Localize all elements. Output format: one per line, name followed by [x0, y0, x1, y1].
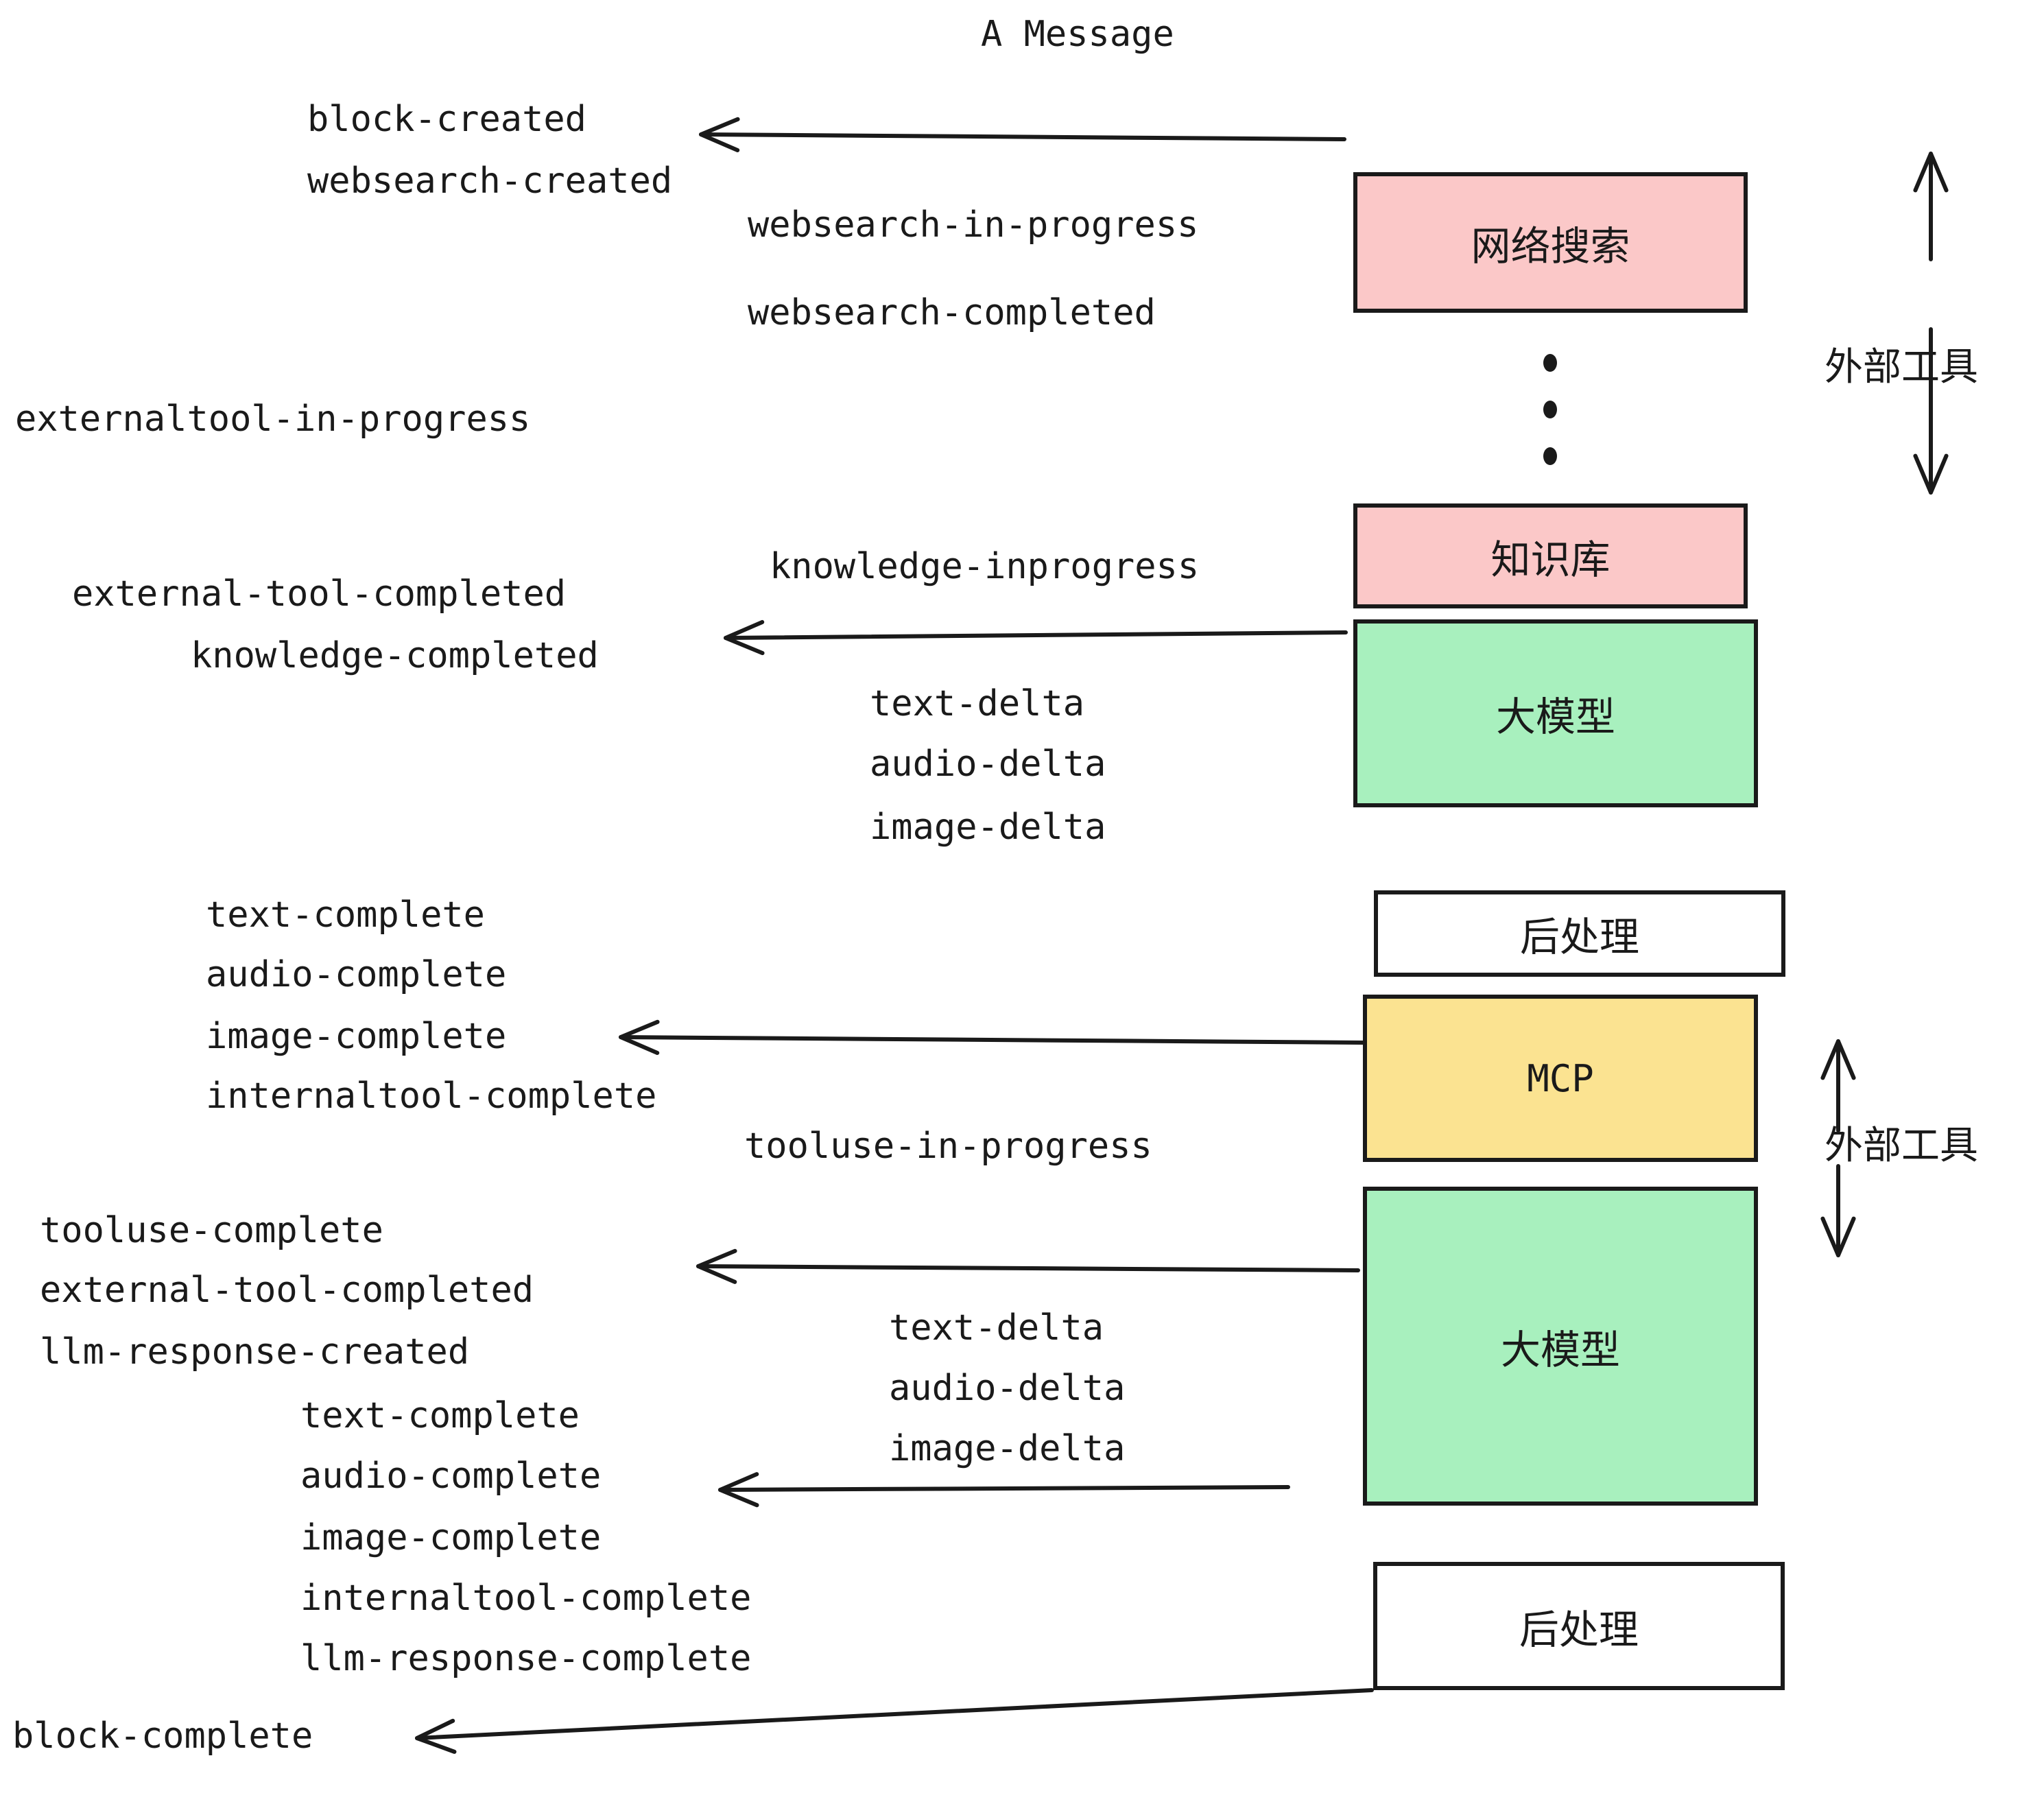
page-title: A Message — [981, 14, 1174, 55]
event-label-llm-response-created: llm-response-created — [40, 1331, 470, 1373]
box-post-2[interactable]: 后处理 — [1373, 1562, 1785, 1690]
box-knowledge[interactable]: 知识库 — [1353, 503, 1748, 608]
arrowhead-icon — [1820, 1216, 1856, 1257]
event-label-audio-complete-2: audio-complete — [300, 1456, 602, 1497]
ellipsis-dot-icon — [1543, 354, 1557, 372]
arrowhead-icon — [1913, 453, 1949, 495]
ellipsis-dot-icon — [1543, 401, 1557, 418]
event-label-websearch-completed: websearch-completed — [748, 292, 1156, 333]
box-post-1[interactable]: 后处理 — [1374, 890, 1785, 977]
arrow-arrow-block-created — [699, 117, 1346, 152]
event-label-text-delta-1: text-delta — [870, 683, 1085, 724]
event-label-image-delta-1: image-delta — [870, 807, 1106, 848]
arrowhead-icon — [724, 619, 765, 656]
arrowhead-icon — [718, 1472, 759, 1508]
event-label-audio-delta-2: audio-delta — [889, 1368, 1126, 1409]
event-label-block-created: block-created — [307, 99, 586, 140]
arrow-arrow-image-complete — [619, 1019, 1366, 1055]
event-label-knowledge-inprogress: knowledge-inprogress — [770, 546, 1200, 587]
event-label-text-complete-2: text-complete — [300, 1395, 580, 1436]
event-label-image-complete-2: image-complete — [300, 1517, 602, 1558]
arrowhead-icon — [699, 117, 740, 152]
event-label-text-delta-2: text-delta — [889, 1307, 1104, 1349]
event-label-text-complete-1: text-complete — [206, 894, 485, 936]
event-label-external-tool-completed-1: external-tool-completed — [72, 573, 567, 615]
side-label-external-tools-top: 外部工具 — [1825, 345, 1978, 390]
arrow-arrow-audio-complete — [718, 1472, 1290, 1508]
event-label-tooluse-in-progress: tooluse-in-progress — [744, 1126, 1152, 1167]
event-label-image-complete-1: image-complete — [206, 1016, 507, 1057]
event-label-external-tool-completed-2: external-tool-completed — [40, 1270, 534, 1311]
box-llm-1[interactable]: 大模型 — [1353, 619, 1758, 807]
arrowhead-icon — [619, 1019, 660, 1055]
arrowhead-icon — [415, 1718, 457, 1754]
event-label-knowledge-completed: knowledge-completed — [191, 635, 599, 676]
box-websearch[interactable]: 网络搜索 — [1353, 172, 1748, 313]
event-label-internaltool-complete-2: internaltool-complete — [300, 1578, 752, 1619]
arrow-arrow-external-up-1 — [1913, 152, 1949, 261]
event-label-audio-delta-1: audio-delta — [870, 744, 1106, 785]
arrow-arrow-tooluse-complete — [696, 1248, 1360, 1284]
arrowhead-icon — [1820, 1039, 1856, 1080]
side-label-external-tools-bottom: 外部工具 — [1825, 1124, 1978, 1168]
arrowhead-icon — [1913, 152, 1949, 193]
box-mcp[interactable]: MCP — [1363, 995, 1758, 1162]
event-label-image-delta-2: image-delta — [889, 1428, 1126, 1469]
event-label-websearch-in-progress: websearch-in-progress — [748, 204, 1199, 246]
event-label-audio-complete-1: audio-complete — [206, 954, 507, 995]
box-llm-2[interactable]: 大模型 — [1363, 1187, 1758, 1506]
event-label-tooluse-complete: tooluse-complete — [40, 1210, 383, 1251]
arrowhead-icon — [696, 1248, 737, 1284]
event-label-websearch-created: websearch-created — [307, 161, 673, 202]
ellipsis-dot-icon — [1543, 447, 1557, 465]
event-label-externaltool-in-progress: externaltool-in-progress — [15, 399, 531, 440]
arrow-arrow-knowledge-done — [724, 619, 1348, 656]
arrow-arrow-external-down-2 — [1820, 1164, 1856, 1257]
event-label-internaltool-complete-1: internaltool-complete — [206, 1076, 657, 1117]
event-label-llm-response-complete: llm-response-complete — [300, 1638, 752, 1679]
arrow-arrow-block-complete — [415, 1688, 1374, 1754]
event-label-block-complete: block-complete — [12, 1716, 313, 1757]
